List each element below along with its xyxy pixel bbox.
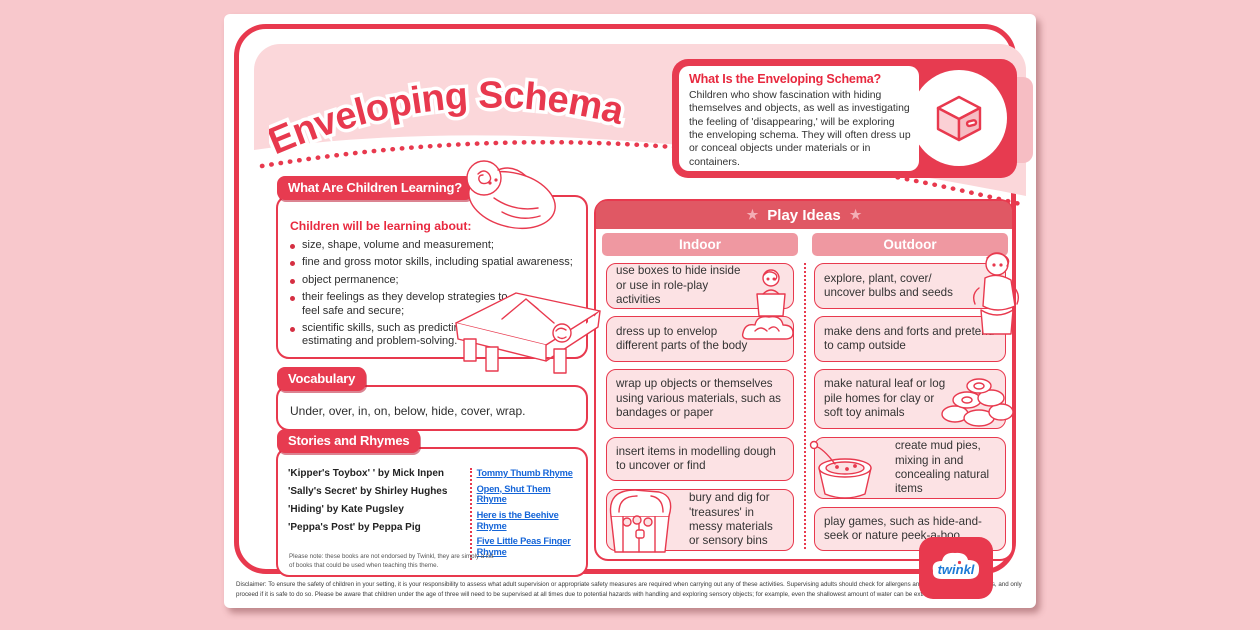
what-is-schema-box: What Is the Enveloping Schema? Children … (672, 59, 1017, 178)
book-item: 'Sally's Secret' by Shirley Hughes (288, 486, 448, 497)
mud-pie-illustration (809, 440, 872, 499)
learning-section: Children will be learning about: size, s… (276, 195, 588, 359)
poster-frame: Enveloping Schema What Is the Enveloping… (234, 24, 1033, 599)
what-is-schema-text: What Is the Enveloping Schema? Children … (679, 66, 919, 171)
bullet-dot-icon (290, 278, 295, 284)
learning-bullet: object permanence; (290, 274, 578, 287)
indoor-card: insert items in modelling dough to uncov… (606, 437, 794, 481)
star-icon: ★ (746, 207, 759, 222)
learning-section-badge: What Are Children Learning? (277, 176, 473, 200)
bullet-dot-icon (290, 296, 295, 302)
what-is-body: Children who show fascination with hidin… (689, 90, 911, 168)
indoor-card: bury and dig for 'treasures' in messy ma… (606, 489, 794, 553)
treasure-chest-illustration (609, 489, 672, 553)
rhyme-link-list: Tommy Thumb Rhyme Open, Shut Them Rhyme … (477, 468, 580, 560)
rhyme-link[interactable]: Here is the Beehive Rhyme (476, 510, 559, 531)
svg-text:Enveloping Schema: Enveloping Schema (269, 75, 629, 164)
what-is-heading: What Is the Enveloping Schema? (689, 72, 882, 86)
learning-bullet: scientific skills, such as predicting, e… (290, 322, 578, 349)
box-icon (936, 95, 982, 142)
rhyme-link[interactable]: Open, Shut Them Rhyme (476, 483, 551, 505)
learning-intro: Children will be learning about: (290, 219, 472, 233)
twinkl-logo: twinkl (919, 537, 993, 599)
page-title: Enveloping Schema (269, 71, 633, 167)
indoor-card: use boxes to hide inside or use in role-… (606, 263, 794, 317)
vocabulary-section: Under, over, in, on, below, hide, cover,… (276, 385, 588, 431)
star-icon: ★ (849, 207, 862, 222)
log-pile-illustration (941, 378, 1014, 427)
outdoor-column-header: Outdoor (812, 233, 1008, 256)
twinkl-logo-text: twinkl (938, 562, 975, 577)
indoor-column-header: Indoor (602, 233, 798, 256)
outdoor-card: make natural leaf or log pile homes for … (814, 369, 1014, 429)
bullet-dot-icon (290, 244, 295, 249)
play-ideas-header: ★ Play Ideas ★ (596, 201, 1012, 229)
rhyme-link[interactable]: Five Little Peas Finger Rhyme (476, 536, 571, 558)
vocabulary-section-badge: Vocabulary (277, 367, 367, 391)
box-icon-circle (911, 70, 1007, 166)
book-endorsement-note: Please note: these books are not endorse… (289, 553, 494, 569)
poster-page: Enveloping Schema What Is the Enveloping… (224, 14, 1036, 608)
book-list: 'Kipper's Toybox' ' by Mick Inpen 'Sally… (288, 468, 468, 560)
outdoor-card: make dens and forts and pretend to camp … (814, 316, 1006, 362)
rhyme-link[interactable]: Tommy Thumb Rhyme (476, 468, 573, 478)
safety-disclaimer: Disclaimer: To ensure the safety of chil… (236, 581, 1022, 598)
play-ideas-title: Play Ideas (767, 206, 841, 224)
book-item: 'Peppa's Post' by Peppa Pig (288, 522, 421, 533)
child-in-box-illustration (756, 269, 786, 317)
dotted-divider (469, 468, 472, 560)
stories-section: 'Kipper's Toybox' ' by Mick Inpen 'Sally… (276, 447, 588, 577)
bullet-dot-icon (290, 261, 295, 267)
outdoor-card: explore, plant, cover/ uncover bulbs and… (814, 252, 1020, 335)
book-item: 'Kipper's Toybox' ' by Mick Inpen (288, 468, 445, 479)
learning-bullet: fine and gross motor skills, including s… (290, 256, 578, 269)
book-item: 'Hiding' by Kate Pugsley (288, 504, 404, 515)
bullet-dot-icon (290, 327, 295, 333)
learning-bullet: their feelings as they develop strategie… (290, 291, 578, 318)
indoor-card: dress up to envelop different parts of t… (606, 315, 794, 362)
stories-section-badge: Stories and Rhymes (277, 429, 421, 453)
outdoor-card: create mud pies, mixing in and concealin… (809, 437, 1006, 499)
page-title-text: Enveloping Schema (269, 71, 633, 167)
indoor-card: wrap up objects or themselves using vari… (606, 369, 794, 429)
play-ideas-panel: ★ Play Ideas ★ Indoor Outdoor use boxes … (594, 199, 1020, 561)
dotted-divider (804, 263, 806, 549)
learning-bullet: size, shape, volume and measurement; (290, 239, 578, 252)
vocabulary-words: Under, over, in, on, below, hide, cover,… (290, 404, 526, 418)
